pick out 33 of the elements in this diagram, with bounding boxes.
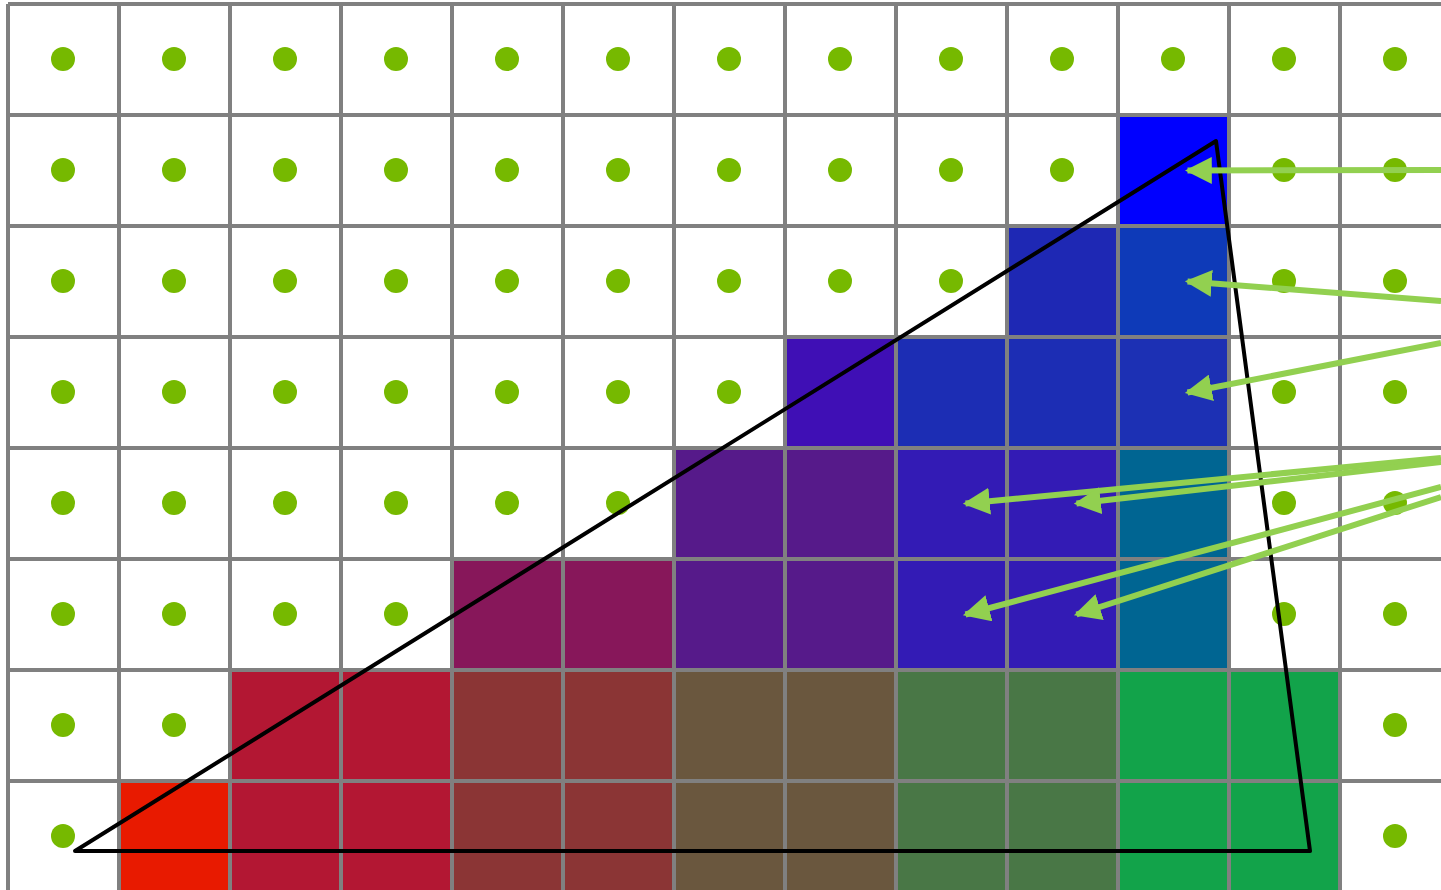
- pixel-cell: [1007, 670, 1118, 781]
- pixel-cell: [452, 670, 563, 781]
- arrow: [1184, 156, 1441, 184]
- pixel-cell: [674, 448, 785, 559]
- pixel-cell: [674, 559, 785, 670]
- pixel-cell: [563, 781, 674, 890]
- pixel-cell: [230, 781, 341, 890]
- pixel-cell: [785, 559, 896, 670]
- pixel-cell: [896, 670, 1007, 781]
- pixel-cell: [1229, 781, 1340, 890]
- pixel-cell: [896, 337, 1007, 448]
- pixel-cell: [1118, 781, 1229, 890]
- pixel-cell: [896, 781, 1007, 890]
- pixel-cell: [1007, 226, 1118, 337]
- arrow: [962, 455, 1441, 515]
- pixel-cell: [452, 781, 563, 890]
- arrow: [1073, 494, 1441, 620]
- arrow: [1184, 269, 1441, 304]
- pixel-cell: [674, 781, 785, 890]
- pixel-cell: [785, 448, 896, 559]
- pixel-cell: [1007, 781, 1118, 890]
- pixel-cell: [674, 670, 785, 781]
- arrow: [962, 484, 1441, 622]
- pixel-cell: [563, 670, 674, 781]
- pixel-cell: [341, 781, 452, 890]
- pixel-cell: [563, 559, 674, 670]
- pixel-cell: [785, 670, 896, 781]
- pixel-cell: [1007, 337, 1118, 448]
- pixel-cell: [785, 781, 896, 890]
- pixel-cell: [1118, 670, 1229, 781]
- arrow: [1073, 459, 1441, 515]
- pixel-cell: [341, 670, 452, 781]
- arrow: [1184, 340, 1441, 402]
